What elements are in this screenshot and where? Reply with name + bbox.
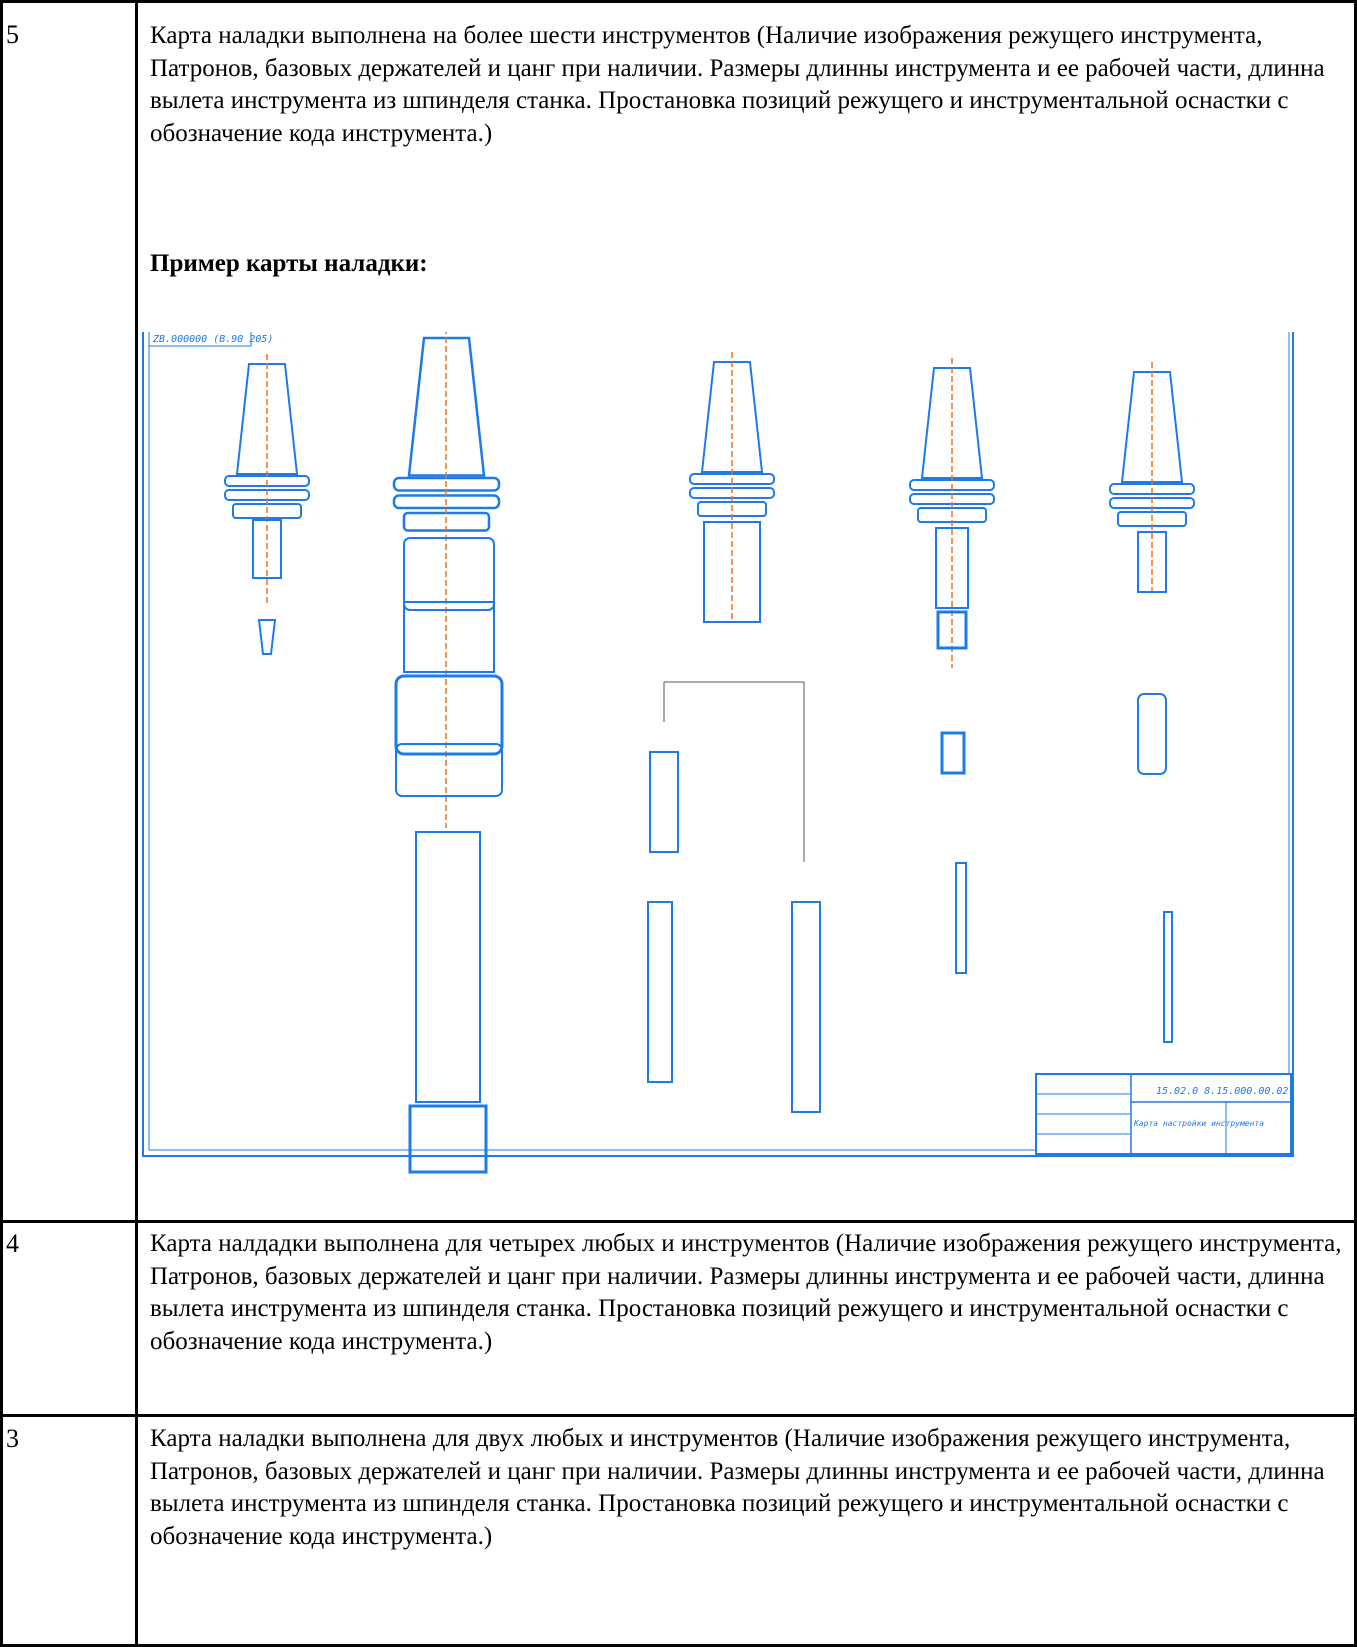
example-heading: Пример карты наладки: — [150, 250, 428, 277]
drawing-stamp: ZB.000000 (В.90 205) — [152, 334, 273, 345]
row-divider — [0, 1220, 1357, 1223]
svg-text:15.02.0 8.15.000.00.02: 15.02.0 8.15.000.00.02 — [1156, 1086, 1288, 1097]
drawing-frame — [142, 332, 1294, 1157]
grade-cell: 5 — [6, 20, 19, 49]
grade-cell: 3 — [6, 1424, 19, 1453]
grade-cell: 4 — [6, 1229, 19, 1258]
table-border-bottom — [0, 1644, 1357, 1647]
row-divider — [0, 1414, 1357, 1417]
table-border-right — [1354, 0, 1357, 1647]
criteria-text: Карта наладки выполнена на более шести и… — [150, 22, 1325, 147]
criteria-text: Карта налдадки выполнена для четырех люб… — [150, 1230, 1342, 1355]
svg-text:Карта настройки инструмента: Карта настройки инструмента — [1133, 1119, 1264, 1128]
technical-drawing-svg: ZB.000000 (В.90 205) — [142, 332, 1294, 1174]
criteria-text: Карта наладки выполнена для двух любых и… — [150, 1425, 1325, 1550]
table-border-top — [0, 0, 1357, 3]
setup-map-drawing: ZB.000000 (В.90 205) — [139, 332, 1353, 1214]
title-block: 15.02.0 8.15.000.00.02 Карта настройки и… — [1035, 1073, 1292, 1155]
table-border-left — [0, 0, 3, 1647]
column-divider — [135, 0, 138, 1647]
